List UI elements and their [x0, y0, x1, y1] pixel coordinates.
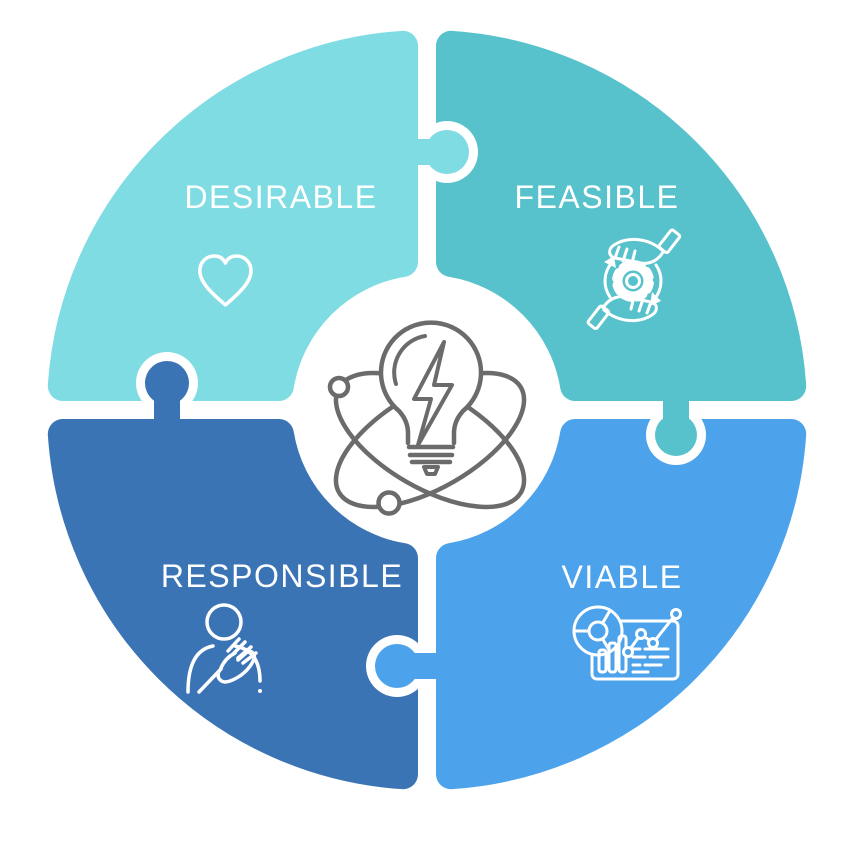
- cycle-arrowhead-left: [604, 256, 616, 268]
- person-head: [205, 603, 243, 641]
- person-fingers: [226, 637, 258, 665]
- label-responsible: RESPONSIBLE: [161, 558, 403, 594]
- line-chart-dot: [635, 628, 647, 640]
- person-shoulder-dot: [258, 689, 262, 693]
- idea-lightbulb-atom-icon: [327, 320, 527, 516]
- hands-gear-process-icon: [586, 228, 682, 331]
- bar-chart-bar: [597, 648, 608, 674]
- cycle-arrow-right: [652, 263, 663, 301]
- bulb-highlight-arc: [392, 334, 427, 386]
- dashboard-text-lines: [631, 647, 670, 674]
- puzzle-piece-viable: [436, 419, 807, 790]
- hand-top-fingers: [613, 245, 637, 265]
- puzzle-piece-feasible: [436, 30, 807, 401]
- puzzle-piece-desirable: [47, 30, 418, 401]
- hand-top: [608, 237, 665, 265]
- label-feasible: FEASIBLE: [515, 179, 680, 215]
- label-viable: VIABLE: [561, 559, 682, 595]
- line-chart-dot: [647, 637, 659, 649]
- person-shoulder-left: [186, 644, 215, 694]
- label-desirable: DESIRABLE: [184, 179, 377, 215]
- gear-hole: [625, 273, 641, 289]
- electron-dot: [327, 375, 351, 399]
- heart-icon: [198, 254, 253, 307]
- person-hand-on-chest-icon: [186, 603, 262, 694]
- line-chart-line: [626, 612, 678, 654]
- hand-bottom-fingers: [629, 295, 653, 315]
- hand-bottom: [601, 295, 658, 323]
- hand-cuff-bottom: [586, 304, 611, 331]
- cycle-arrow-left: [603, 261, 614, 299]
- dashboard-charts-icon: [572, 605, 682, 681]
- electron-dot: [376, 490, 402, 516]
- puzzle-tab-feasible: [655, 392, 697, 456]
- person-palm: [216, 649, 257, 684]
- bulb-glass: [378, 320, 484, 446]
- puzzle-tab-desirable: [406, 130, 469, 174]
- puzzle-tab-responsible: [145, 361, 189, 428]
- line-chart-dot: [622, 646, 634, 658]
- bulb-base-tip: [422, 465, 440, 476]
- puzzle-tab-viable: [375, 644, 445, 688]
- gear-body: [619, 267, 647, 295]
- line-chart-dot: [670, 608, 682, 620]
- puzzle-piece-responsible: [47, 419, 418, 790]
- bar-chart-bar: [607, 641, 618, 674]
